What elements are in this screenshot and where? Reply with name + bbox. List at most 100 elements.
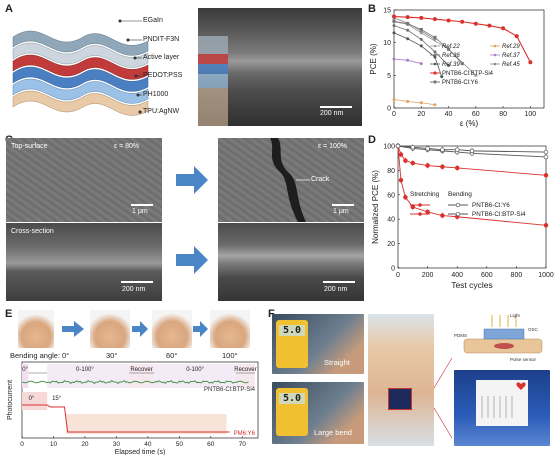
scale-bar: [320, 106, 352, 108]
data-point: [392, 31, 396, 35]
data-point: [474, 73, 478, 77]
label-egain: EGaIn: [143, 17, 163, 24]
legend-label: Ref.45: [502, 62, 520, 68]
data-point: [433, 55, 437, 59]
series-bottom-label: PM6:Y6: [234, 431, 256, 437]
y-tick-label: 20: [387, 241, 395, 248]
layer-stack: [12, 30, 149, 116]
label-pedot: PEDOT:PSS: [143, 72, 183, 79]
data-point: [528, 60, 533, 65]
device-stack-illustration: [12, 30, 149, 116]
y-tick-label: 40: [387, 217, 395, 224]
data-point: [433, 103, 437, 107]
legend-header: Bending: [448, 191, 472, 198]
pulse-trace: [481, 396, 513, 418]
panel-a: EGaIn PNDIT-F3N Active layer PEDOT:PSS P…: [0, 0, 368, 130]
annotation-top: Recover: [130, 367, 152, 373]
meter-display-1: 5.0: [279, 325, 305, 336]
data-point: [419, 37, 423, 41]
data-point: [406, 99, 410, 103]
legend-label: Ref.39: [442, 62, 460, 68]
strain-100-label: ε = 100%: [318, 143, 348, 150]
bending-angle-prefix: Bending angle:: [10, 351, 61, 360]
y-tick-label: 10: [383, 40, 391, 47]
data-point: [501, 26, 506, 31]
label-tpu-agnw: TPU:AgNW: [143, 108, 180, 115]
data-point: [446, 18, 451, 23]
x-tick-label: 60: [207, 441, 215, 448]
data-point: [440, 164, 445, 169]
data-point: [432, 17, 437, 22]
top-surface-label: Top-surface: [11, 143, 48, 150]
wrist-sensor: [388, 388, 412, 410]
data-point: [410, 144, 416, 150]
layer-tpu-agnw: [12, 90, 149, 116]
x-tick-label: 20: [417, 111, 425, 118]
schematic-pulse-sensor: Pulse sensor: [510, 357, 537, 362]
shade-region: [235, 364, 255, 388]
data-point: [543, 149, 549, 155]
legend-marker: [493, 62, 497, 66]
data-point: [419, 101, 423, 105]
hand-photo-30: [90, 310, 130, 348]
series-line: [393, 20, 463, 64]
shade-region: [22, 364, 29, 388]
hand-photo-0: [18, 310, 54, 348]
layer-pndit: [12, 42, 149, 68]
data-point: [446, 47, 451, 51]
scale-label-1um-left: 1 μm: [132, 208, 148, 215]
annotation-bottom: 15°: [52, 396, 62, 402]
plot-frame: [397, 145, 547, 269]
photo-straight: 5.0 Straight: [272, 314, 364, 374]
scale-bar-1um-right: [332, 204, 354, 206]
data-point: [425, 209, 430, 215]
data-point: [410, 160, 416, 166]
scale-bar-200nm-left: [121, 281, 153, 283]
panel-e: Bending angle: 0° 30° 60° 100° 0°0-100°R…: [0, 306, 266, 455]
data-point: [406, 28, 410, 32]
schematic-light: Light: [510, 313, 521, 318]
x-tick-label: 70: [239, 441, 247, 448]
angle-60: 60°: [166, 351, 178, 360]
arrow-right-icon: [176, 246, 208, 274]
data-point: [487, 23, 492, 28]
legend-marker: [433, 62, 437, 66]
scale-label: 200 nm: [320, 110, 344, 117]
legend-marker: [433, 71, 437, 75]
sem-color-band-tpu: [198, 88, 228, 126]
sem-top-surface-100: ε = 100% Crack 1 μm: [218, 138, 364, 222]
arrows-c: [176, 166, 208, 274]
legend-marker: [493, 53, 497, 57]
legend-marker: [455, 202, 461, 208]
schematic-osc: OSC: [528, 327, 539, 332]
x-tick-label: 200: [422, 272, 434, 279]
data-point: [419, 28, 423, 32]
sem-color-band-active: [198, 54, 228, 64]
data-point: [469, 148, 475, 154]
x-tick-label: 0: [392, 111, 396, 118]
legend-marker: [493, 44, 497, 48]
shade-region: [22, 392, 48, 410]
y-tick-label: 5: [387, 73, 391, 80]
panel-letter-e: E: [5, 308, 13, 320]
data-point: [473, 21, 478, 26]
legend-marker: [433, 80, 437, 84]
wrist-zoom-lines: [434, 357, 453, 439]
y-tick-label: 0: [391, 266, 395, 273]
large-bend-label: Large bend: [314, 428, 352, 437]
data-point: [447, 64, 451, 68]
y-tick-label: 0: [387, 106, 391, 113]
legend-marker: [433, 44, 437, 48]
legend-header: Stretching: [410, 191, 440, 198]
x-tick-label: 60: [472, 111, 480, 118]
data-point: [398, 177, 404, 183]
legend-label: Ref.37: [502, 53, 520, 59]
x-tick-label: 50: [176, 441, 184, 448]
sem-top-surface-80: Top-surface ε = 80% 1 μm: [6, 138, 162, 222]
photo-large-bend: 5.0 Large bend: [272, 382, 364, 444]
legend-label: Ref.22: [442, 44, 460, 50]
sem-color-band-egain: [198, 36, 228, 54]
